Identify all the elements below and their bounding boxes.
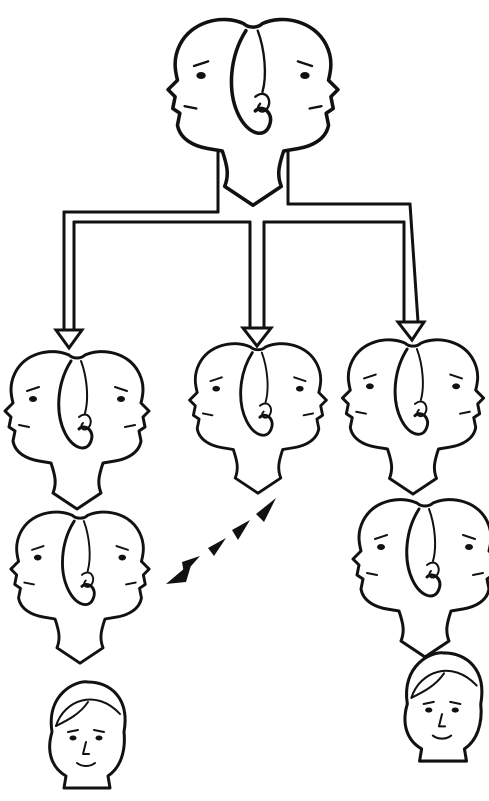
single-face-icon (405, 653, 482, 761)
double-head-icon (168, 20, 338, 206)
grandchild-pair-left (11, 512, 149, 663)
branch-connector-icon (56, 150, 424, 348)
double-head-icon (190, 344, 327, 494)
child-pair-right (342, 340, 483, 494)
double-head-icon (5, 352, 149, 509)
dashed-arrow-icon (166, 498, 276, 584)
parent-pair (168, 20, 338, 206)
double-head-icon (11, 512, 149, 663)
grandchild-pair-right (353, 500, 489, 657)
single-face-left (50, 682, 125, 788)
double-head-icon (342, 340, 483, 494)
child-pair-left (5, 352, 149, 509)
child-pair-center (190, 344, 327, 494)
single-face-icon (50, 682, 125, 788)
single-face-right (405, 653, 482, 761)
double-head-icon (353, 500, 489, 657)
